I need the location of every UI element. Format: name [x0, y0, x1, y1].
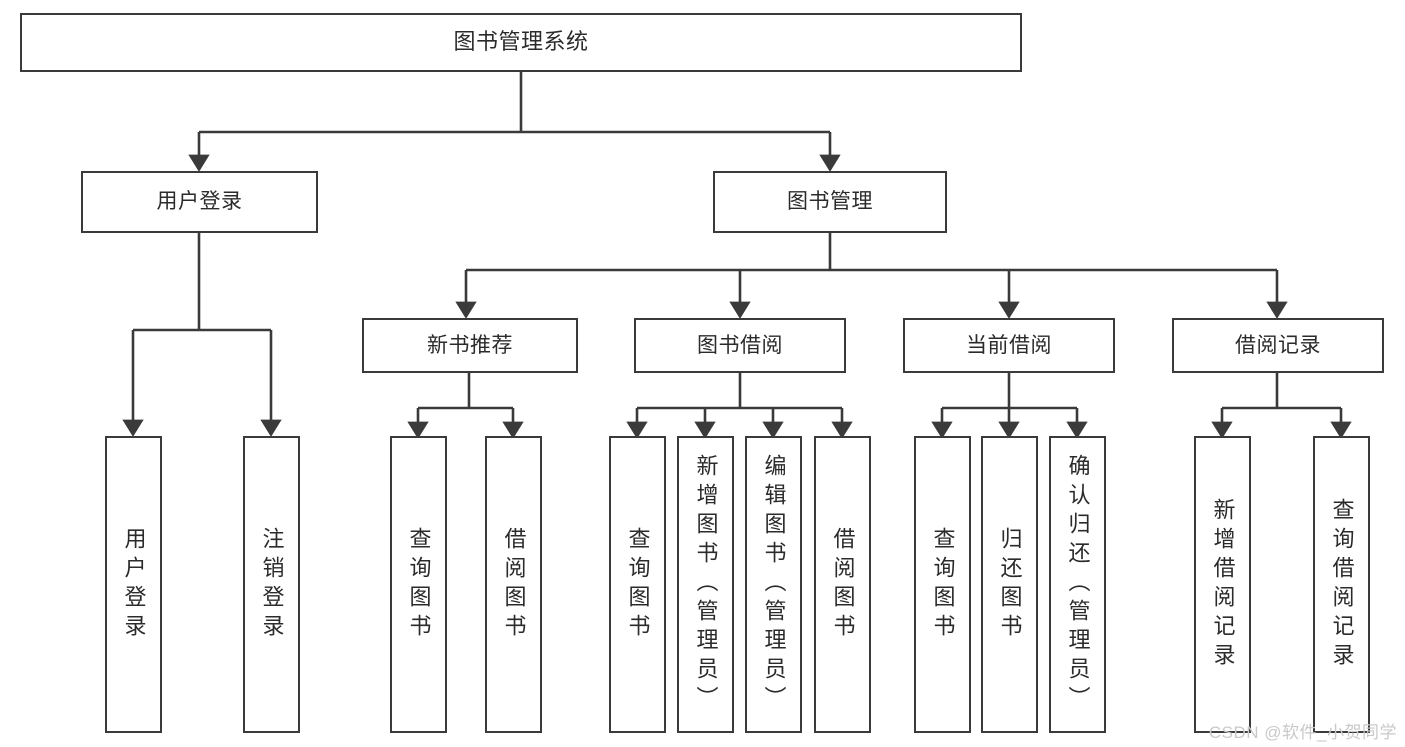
node-new-book-rec-label: 新书推荐: [427, 333, 513, 357]
node-new-book-rec[interactable]: 新书推荐: [362, 318, 578, 373]
node-leaf-edit-book[interactable]: 编辑图书（管理员）: [745, 436, 802, 733]
node-leaf-add-record-label: 新增借阅记录: [1210, 497, 1236, 672]
node-borrow-record-label: 借阅记录: [1235, 333, 1321, 357]
node-book-manage-label: 图书管理: [787, 190, 873, 214]
node-user-login[interactable]: 用户登录: [81, 171, 318, 233]
node-leaf-query-record[interactable]: 查询借阅记录: [1313, 436, 1370, 733]
node-leaf-confirm-return-label: 确认归还（管理员）: [1065, 454, 1091, 715]
node-leaf-borrow-book-1-label: 借阅图书: [501, 526, 527, 643]
csdn-watermark: CSDN @软件_小贺同学: [1208, 723, 1397, 742]
node-leaf-confirm-return[interactable]: 确认归还（管理员）: [1049, 436, 1106, 733]
node-leaf-borrow-book-1[interactable]: 借阅图书: [485, 436, 542, 733]
node-root-label: 图书管理系统: [453, 29, 589, 55]
node-leaf-query-book-1[interactable]: 查询图书: [390, 436, 447, 733]
node-leaf-query-book-2-label: 查询图书: [625, 526, 651, 643]
node-leaf-logout-login[interactable]: 注销登录: [243, 436, 300, 733]
node-user-login-label: 用户登录: [156, 190, 243, 214]
node-leaf-query-book-2[interactable]: 查询图书: [609, 436, 666, 733]
node-leaf-logout-login-label: 注销登录: [259, 526, 285, 643]
node-current-borrow[interactable]: 当前借阅: [903, 318, 1115, 373]
node-book-borrow-label: 图书借阅: [697, 333, 783, 357]
node-current-borrow-label: 当前借阅: [966, 333, 1052, 357]
node-leaf-query-book-3-label: 查询图书: [930, 526, 956, 643]
node-leaf-add-book-label: 新增图书（管理员）: [693, 454, 719, 715]
node-leaf-edit-book-label: 编辑图书（管理员）: [761, 454, 787, 715]
node-book-manage[interactable]: 图书管理: [713, 171, 947, 233]
node-leaf-borrow-book-2[interactable]: 借阅图书: [814, 436, 871, 733]
node-leaf-return-book-label: 归还图书: [997, 526, 1023, 643]
node-leaf-user-login-label: 用户登录: [121, 526, 147, 643]
node-book-borrow[interactable]: 图书借阅: [634, 318, 846, 373]
node-leaf-user-login[interactable]: 用户登录: [105, 436, 162, 733]
node-borrow-record[interactable]: 借阅记录: [1172, 318, 1384, 373]
node-leaf-query-book-3[interactable]: 查询图书: [914, 436, 971, 733]
node-root[interactable]: 图书管理系统: [20, 13, 1022, 72]
node-leaf-borrow-book-2-label: 借阅图书: [830, 526, 856, 643]
node-leaf-query-book-1-label: 查询图书: [406, 526, 432, 643]
node-leaf-query-record-label: 查询借阅记录: [1329, 497, 1355, 672]
node-leaf-add-book[interactable]: 新增图书（管理员）: [677, 436, 734, 733]
node-leaf-add-record[interactable]: 新增借阅记录: [1194, 436, 1251, 733]
node-leaf-return-book[interactable]: 归还图书: [981, 436, 1038, 733]
